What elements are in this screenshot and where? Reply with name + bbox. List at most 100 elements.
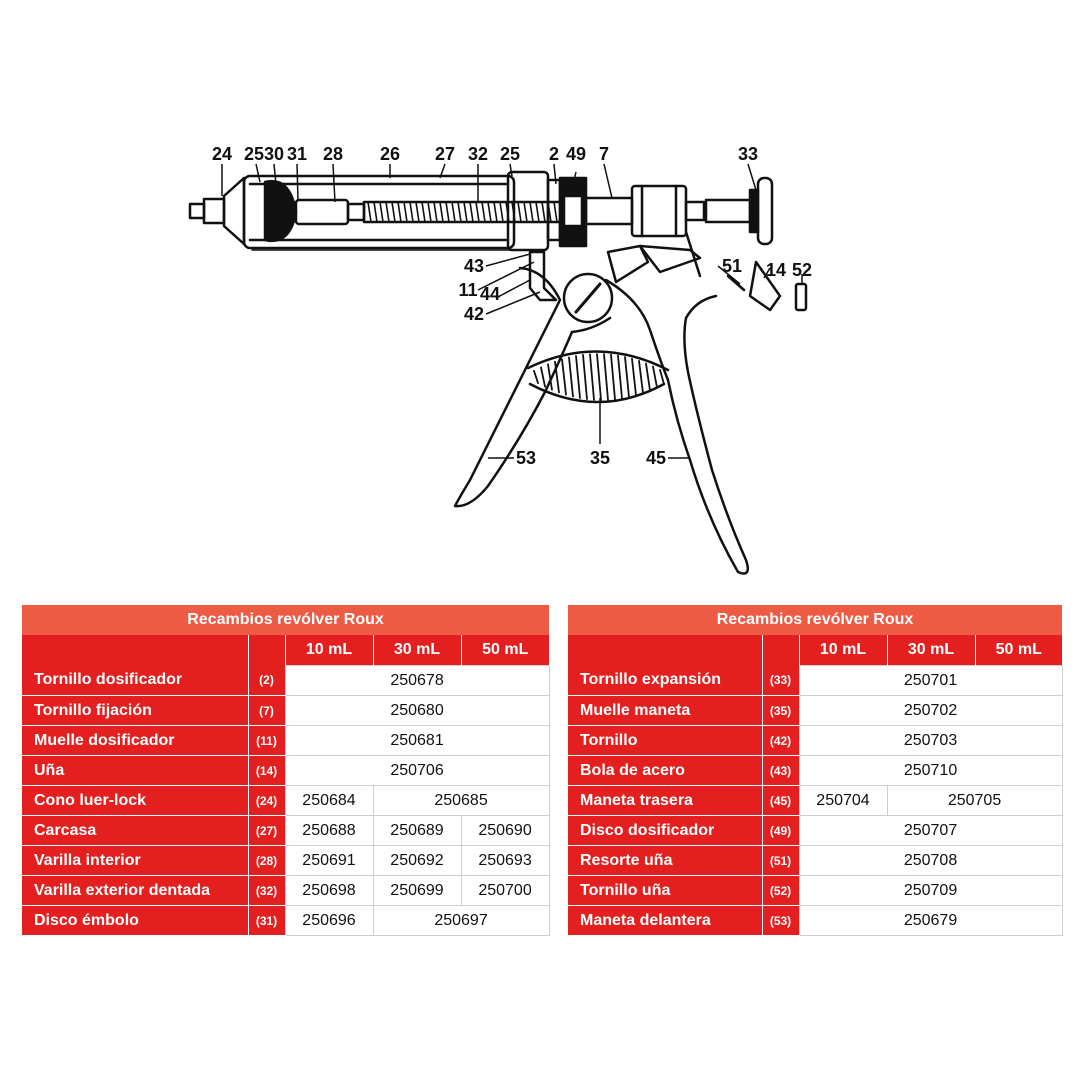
syringe-diagram: 24 25 30 31 28 26 27 32 25 2 49 7 33 43 … [188, 144, 812, 575]
part-label: 51 [722, 256, 742, 276]
part-name: Disco dosificador [568, 815, 762, 846]
part-name: Tornillo expansión [568, 665, 762, 696]
part-label: 2 [549, 144, 559, 164]
part-code: 250678 [284, 665, 550, 696]
part-code: 250710 [798, 755, 1063, 786]
part-code: 250697 [372, 905, 550, 936]
table-row: Disco dosificador (49) 250707 [568, 815, 1063, 846]
part-label: 30 [264, 144, 284, 164]
part-label: 44 [480, 284, 500, 304]
part-ref: (2) [247, 665, 285, 696]
dosing-assembly [506, 170, 706, 252]
part-name: Bola de acero [568, 755, 762, 786]
part-label: 52 [792, 260, 812, 280]
parts-table-left: Recambios revólver Roux 10 mL 30 mL 50 m… [22, 605, 550, 936]
part-code: 250706 [284, 755, 550, 786]
part-label: 25 [244, 144, 264, 164]
part-ref: (24) [247, 785, 285, 816]
part-label: 31 [287, 144, 307, 164]
lower-housing [528, 230, 808, 312]
part-ref: (31) [247, 905, 285, 936]
part-label: 43 [464, 256, 484, 276]
part-code: 250679 [798, 905, 1063, 936]
column-header-10ml: 10 mL [798, 635, 887, 666]
part-name: Muelle maneta [568, 695, 762, 726]
table-row: Tornillo fijación (7) 250680 [22, 695, 550, 726]
table-row: Muelle dosificador (11) 250681 [22, 725, 550, 756]
part-name: Disco émbolo [22, 905, 248, 936]
part-label: 14 [766, 260, 786, 280]
part-code: 250689 [372, 815, 462, 846]
part-name: Muelle dosificador [22, 725, 248, 756]
part-ref: (52) [761, 875, 799, 906]
part-label: 26 [380, 144, 400, 164]
column-header-50ml: 50 mL [974, 635, 1063, 666]
part-code: 250691 [284, 845, 374, 876]
part-code: 250701 [798, 665, 1063, 696]
part-ref: (45) [761, 785, 799, 816]
table-row: Tornillo dosificador (2) 250678 [22, 665, 550, 696]
plunger-disc [263, 179, 366, 243]
part-ref: (42) [761, 725, 799, 756]
table-row: Tornillo (42) 250703 [568, 725, 1063, 756]
part-label: 35 [590, 448, 610, 468]
part-code: 250699 [372, 875, 462, 906]
part-name: Carcasa [22, 815, 248, 846]
part-label: 49 [566, 144, 586, 164]
expansion-screw [704, 176, 774, 246]
part-label: 53 [516, 448, 536, 468]
header-blank [247, 635, 285, 666]
part-label: 25 [500, 144, 520, 164]
part-code: 250709 [798, 875, 1063, 906]
part-label: 27 [435, 144, 455, 164]
table-row: Muelle maneta (35) 250702 [568, 695, 1063, 726]
part-ref: (35) [761, 695, 799, 726]
part-ref: (51) [761, 845, 799, 876]
part-code: 250690 [460, 815, 550, 846]
part-label: 45 [646, 448, 666, 468]
table-row: Varilla interior (28) 250691 250692 2506… [22, 845, 550, 876]
part-numbers: 24 25 30 31 28 26 27 32 25 2 49 7 33 43 … [212, 144, 812, 468]
parts-table-right: Recambios revólver Roux 10 mL 30 mL 50 m… [568, 605, 1063, 936]
toothed-rod [362, 200, 566, 224]
part-code: 250685 [372, 785, 550, 816]
table-title: Recambios revólver Roux [568, 605, 1063, 635]
table-row: Resorte uña (51) 250708 [568, 845, 1063, 876]
table-row: Tornillo expansión (33) 250701 [568, 665, 1063, 696]
handle-spring [526, 350, 670, 404]
header-blank [22, 635, 248, 666]
part-code: 250708 [798, 845, 1063, 876]
column-header-30ml: 30 mL [886, 635, 975, 666]
table-row: Tornillo uña (52) 250709 [568, 875, 1063, 906]
rear-handle [604, 278, 749, 575]
pivot-screw [562, 272, 614, 324]
part-label: 32 [468, 144, 488, 164]
part-code: 250696 [284, 905, 374, 936]
table-row: Uña (14) 250706 [22, 755, 550, 786]
part-name: Tornillo uña [568, 875, 762, 906]
part-name: Varilla interior [22, 845, 248, 876]
part-ref: (33) [761, 665, 799, 696]
part-code: 250703 [798, 725, 1063, 756]
part-code: 250702 [798, 695, 1063, 726]
part-ref: (27) [247, 815, 285, 846]
table-row: Bola de acero (43) 250710 [568, 755, 1063, 786]
column-header-50ml: 50 mL [460, 635, 550, 666]
table-row: Maneta delantera (53) 250679 [568, 905, 1063, 936]
part-code: 250680 [284, 695, 550, 726]
part-name: Varilla exterior dentada [22, 875, 248, 906]
part-label: 28 [323, 144, 343, 164]
part-code: 250681 [284, 725, 550, 756]
part-name: Maneta delantera [568, 905, 762, 936]
part-ref: (7) [247, 695, 285, 726]
part-name: Tornillo fijación [22, 695, 248, 726]
part-label: 33 [738, 144, 758, 164]
part-name: Cono luer-lock [22, 785, 248, 816]
header-blank [761, 635, 799, 666]
part-code: 250698 [284, 875, 374, 906]
table-row: Disco émbolo (31) 250696 250697 [22, 905, 550, 936]
label-leaders [221, 163, 803, 459]
part-code: 250704 [798, 785, 888, 816]
luer-lock-cone [188, 176, 246, 246]
part-code: 250693 [460, 845, 550, 876]
